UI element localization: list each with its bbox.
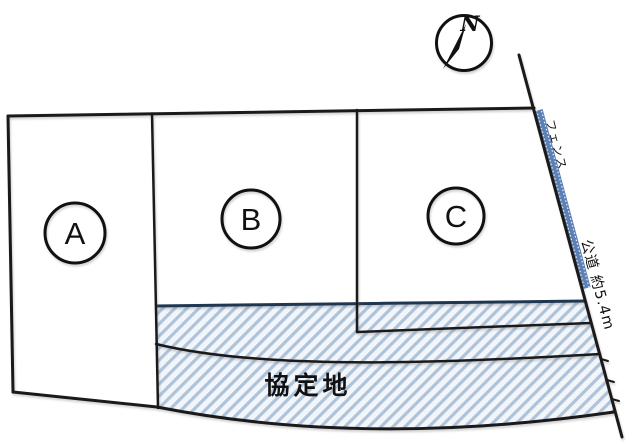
plot-c-label: C xyxy=(445,199,467,234)
plot-b-label: B xyxy=(241,202,262,237)
agreement-area-region xyxy=(155,301,614,429)
fence-band xyxy=(535,109,591,290)
boundary-lines xyxy=(6,53,624,439)
north-compass: N xyxy=(435,11,493,72)
fence-band-dotted-edge-left xyxy=(535,109,586,289)
road-tick-1 xyxy=(600,358,609,362)
road-boundary-line xyxy=(517,53,624,439)
south-boundary-line xyxy=(155,405,616,431)
plot-c-circle xyxy=(426,186,486,246)
agreement-area-top-edge xyxy=(154,299,586,308)
north-boundary-line xyxy=(6,106,536,118)
road-tick-3 xyxy=(611,398,620,402)
fence-band-dotted-edge-right xyxy=(540,110,591,290)
plot-label-circles xyxy=(43,186,486,265)
plot-c-step-line xyxy=(355,321,593,334)
plot-a-circle xyxy=(43,201,107,265)
agreement-area-inner-line xyxy=(154,342,602,364)
plot-a-label: A xyxy=(65,216,86,251)
road-tick-marks xyxy=(600,358,620,402)
agreement-area-label: 協定地 xyxy=(264,371,351,400)
west-boundary-line xyxy=(6,114,15,394)
north-label: N xyxy=(459,11,480,36)
fence-band-fill xyxy=(535,109,591,289)
road-tick-2 xyxy=(606,379,615,383)
north-arrow-icon xyxy=(443,24,466,69)
divider-plot-a-b xyxy=(150,112,160,410)
plot-b-circle xyxy=(220,188,282,250)
south-west-boundary-line xyxy=(11,390,159,409)
